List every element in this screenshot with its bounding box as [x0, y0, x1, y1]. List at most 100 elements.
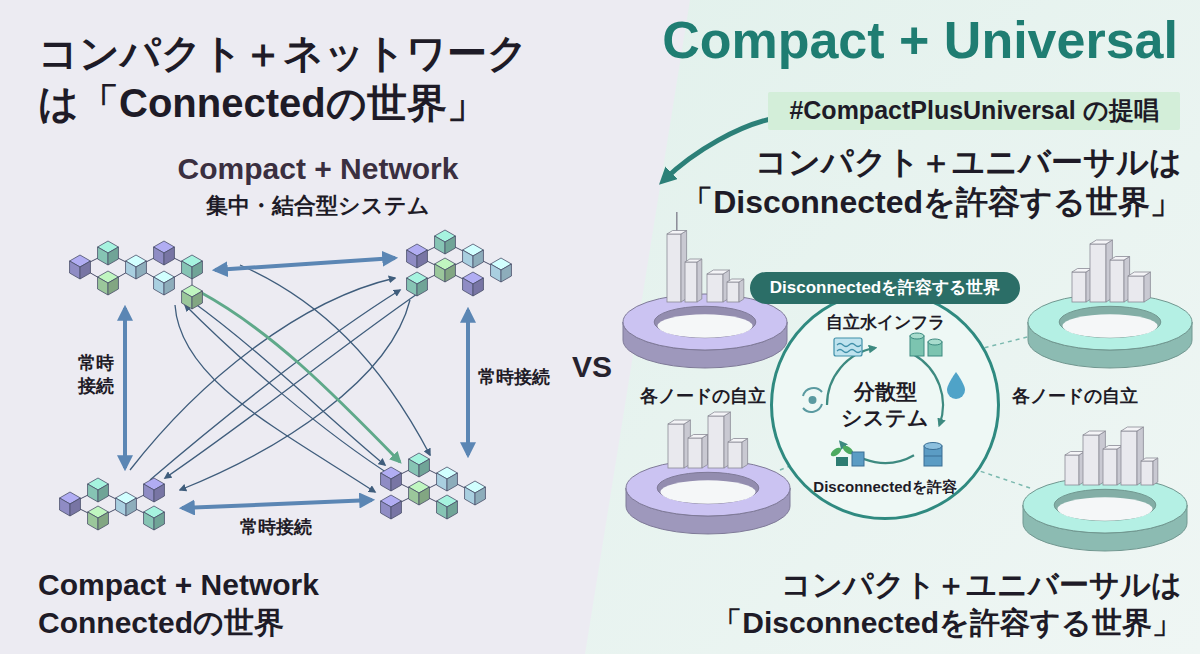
building-top	[1083, 431, 1105, 435]
ring-platform	[1023, 427, 1187, 551]
cube-face	[437, 501, 447, 519]
building-top	[1072, 269, 1092, 273]
circle-heading: 自立水インフラ	[826, 312, 945, 333]
cube-face	[407, 250, 417, 268]
thin-arrow	[150, 290, 400, 480]
building-top	[728, 439, 748, 443]
cube-face	[473, 250, 483, 268]
cube-face	[465, 487, 475, 505]
cube-face	[473, 278, 483, 296]
cube-clusters	[60, 230, 512, 530]
cube-face	[445, 236, 455, 254]
cube-face	[445, 264, 455, 282]
cube-face	[501, 264, 511, 282]
cube-face	[126, 498, 136, 516]
cube-face	[463, 278, 473, 296]
highlight-band: #CompactPlusUniversal の提唱	[768, 92, 1180, 130]
cube-face	[192, 291, 202, 309]
building-top	[727, 279, 744, 282]
cube-face	[417, 250, 427, 268]
building-top	[688, 435, 708, 439]
double-arrow	[182, 500, 372, 508]
building-front	[707, 274, 723, 302]
thin-arrow	[240, 265, 430, 455]
cube-face	[98, 484, 108, 502]
cube-face	[391, 501, 401, 519]
ring-floor	[657, 314, 752, 338]
thin-arrow	[165, 292, 420, 478]
building-front	[685, 262, 697, 302]
cube-face	[419, 487, 429, 505]
ring-hole	[657, 472, 759, 503]
versus-label: VS	[572, 348, 612, 386]
building-front	[1121, 431, 1137, 485]
cube-face	[447, 501, 457, 519]
cube-face	[192, 261, 202, 279]
cube-face	[437, 473, 447, 491]
building-top	[1103, 446, 1123, 450]
cube-face	[435, 236, 445, 254]
building-front	[667, 234, 681, 302]
cube-face	[70, 261, 80, 279]
building-front	[1072, 272, 1086, 302]
building-front	[668, 424, 684, 468]
cube-face	[88, 484, 98, 502]
ring-platform	[626, 412, 790, 534]
ring-floor	[1057, 497, 1152, 521]
cube-face	[491, 264, 501, 282]
right-caption: コンパクト＋ユニバーサルは 「Disconnectedを許容する世界」	[682, 566, 1182, 641]
building-spire	[676, 212, 678, 232]
building-front	[1128, 276, 1144, 302]
building-top	[707, 270, 729, 274]
cube-face	[108, 277, 118, 295]
network-arrows	[125, 258, 468, 508]
title-pill: Disconnectedを許容する世界	[750, 272, 1020, 304]
right-background	[585, 0, 1200, 654]
thin-arrow	[185, 305, 395, 478]
thin-arrow	[130, 278, 395, 470]
circle-footer: Disconnectedを許容	[813, 478, 956, 497]
cube-face	[409, 459, 419, 477]
cube-face	[391, 473, 401, 491]
cube-face	[407, 278, 417, 296]
node-text: #CompactPlusUniversal の提唱	[789, 95, 1158, 126]
cube-face	[154, 484, 164, 502]
ring-platforms	[623, 212, 1192, 551]
cube-cluster	[381, 453, 486, 519]
link-label: 常時 接続	[78, 352, 118, 397]
cube-face	[126, 261, 136, 279]
building-front	[1090, 244, 1106, 302]
cube-face	[80, 261, 90, 279]
building-front	[1110, 260, 1124, 302]
cube-face	[463, 250, 473, 268]
left-heading: コンパクト＋ネットワーク は「Connectedの世界」	[38, 28, 558, 128]
node-text: Disconnectedを許容する世界	[770, 277, 1000, 298]
building-top	[1128, 272, 1150, 276]
building-front	[727, 282, 739, 302]
cube-face	[144, 512, 154, 530]
right-title: Compact + Universal	[662, 8, 1178, 73]
cube-face	[98, 277, 108, 295]
cube-face	[98, 512, 108, 530]
cube-face	[154, 277, 164, 295]
building-side	[739, 279, 744, 302]
cube-cluster	[407, 230, 512, 296]
cube-face	[475, 487, 485, 505]
cube-face	[417, 278, 427, 296]
building-top	[1065, 452, 1085, 456]
node-label: 各ノードの自立	[640, 385, 766, 408]
green-arrow	[200, 292, 400, 462]
cube-face	[154, 247, 164, 265]
link-label: 常時接続	[240, 516, 312, 539]
ring-platform	[1028, 240, 1192, 368]
cube-face	[88, 512, 98, 530]
cube-face	[435, 264, 445, 282]
cube-face	[98, 247, 108, 265]
cube-face	[381, 473, 391, 491]
building-front	[1141, 461, 1153, 485]
building-top	[1141, 458, 1158, 461]
building-front	[1103, 449, 1117, 485]
ring-hole	[1054, 489, 1156, 520]
ring-hole	[654, 306, 756, 337]
